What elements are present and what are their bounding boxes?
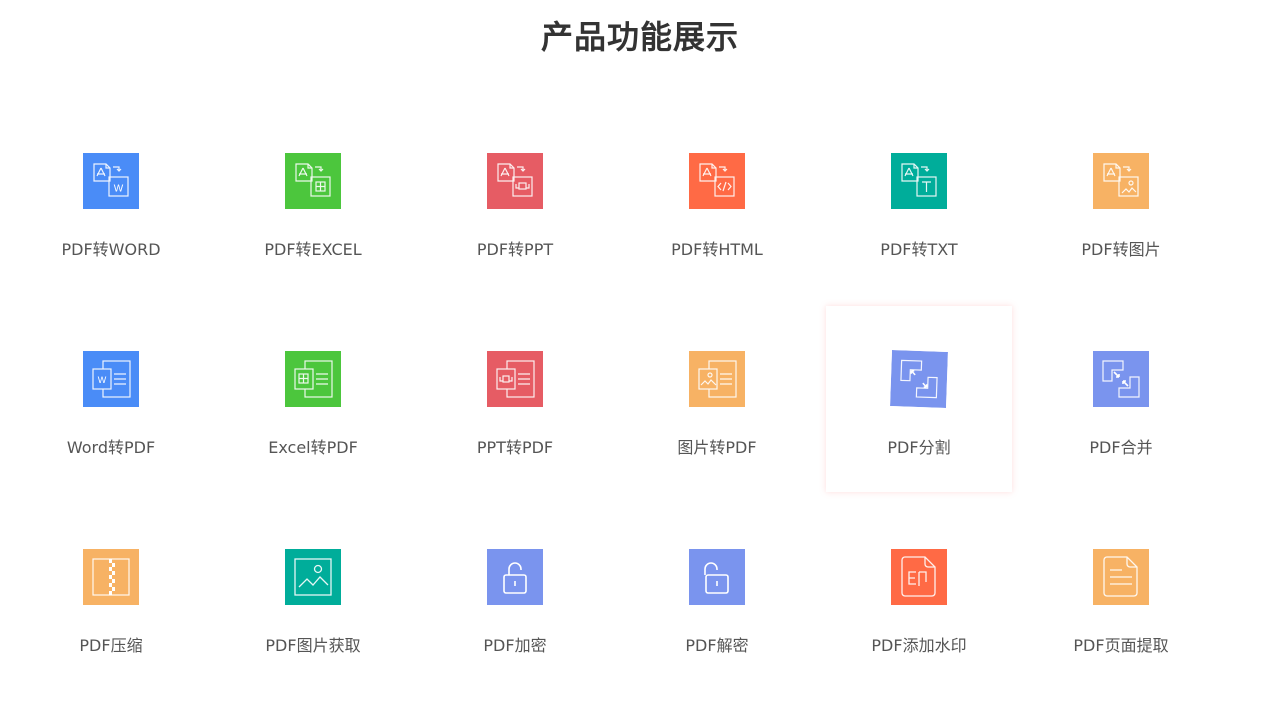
feature-label: PDF合并 <box>1089 438 1153 457</box>
feature-label: PDF解密 <box>685 636 749 655</box>
pdf-decrypt-icon <box>689 549 745 605</box>
feature-label: Word转PDF <box>66 438 156 457</box>
feature-card-ppt-to-pdf[interactable]: PPT转PDF <box>422 306 608 492</box>
feature-label: PDF分割 <box>887 438 951 457</box>
feature-row: W PDF转WORD PDF转EXCEL <box>18 108 1262 306</box>
pdf-split-icon <box>890 350 948 408</box>
feature-label: Excel转PDF <box>268 438 358 457</box>
feature-card-pdf-image-extract[interactable]: PDF图片获取 <box>220 504 406 690</box>
feature-label: PDF压缩 <box>79 636 143 655</box>
feature-card-pdf-to-word[interactable]: W PDF转WORD <box>18 108 204 294</box>
feature-card-pdf-page-extract[interactable]: PDF页面提取 <box>1028 504 1214 690</box>
feature-label: PDF加密 <box>483 636 547 655</box>
feature-label: 图片转PDF <box>677 438 757 457</box>
pdf-compress-icon <box>83 549 139 605</box>
feature-card-word-to-pdf[interactable]: W Word转PDF <box>18 306 204 492</box>
feature-card-pdf-split[interactable]: PDF分割 <box>826 306 1012 492</box>
ppt-to-pdf-icon <box>487 351 543 407</box>
pdf-merge-icon <box>1093 351 1149 407</box>
feature-label: PDF转PPT <box>476 240 554 259</box>
feature-card-excel-to-pdf[interactable]: Excel转PDF <box>220 306 406 492</box>
excel-to-pdf-icon <box>285 351 341 407</box>
feature-row: PDF压缩 PDF图片获取 <box>18 504 1262 702</box>
pdf-to-txt-icon <box>891 153 947 209</box>
feature-label: PDF转HTML <box>671 240 763 259</box>
page-title: 产品功能展示 <box>540 18 739 56</box>
feature-card-pdf-to-txt[interactable]: PDF转TXT <box>826 108 1012 294</box>
pdf-to-word-icon: W <box>83 153 139 209</box>
feature-label: PDF转图片 <box>1081 240 1161 259</box>
pdf-watermark-icon <box>891 549 947 605</box>
feature-label: PPT转PDF <box>476 438 554 457</box>
pdf-encrypt-icon <box>487 549 543 605</box>
pdf-page-extract-icon <box>1093 549 1149 605</box>
feature-card-pdf-to-ppt[interactable]: PDF转PPT <box>422 108 608 294</box>
feature-row: W Word转PDF Excel转PDF <box>18 306 1262 504</box>
pdf-to-image-icon <box>1093 153 1149 209</box>
feature-card-pdf-to-image[interactable]: PDF转图片 <box>1028 108 1214 294</box>
feature-label: PDF转WORD <box>61 240 161 259</box>
word-to-pdf-icon: W <box>83 351 139 407</box>
pdf-to-html-icon <box>689 153 745 209</box>
pdf-image-extract-icon <box>285 549 341 605</box>
feature-label: PDF页面提取 <box>1073 636 1169 655</box>
feature-card-pdf-decrypt[interactable]: PDF解密 <box>624 504 810 690</box>
feature-card-image-to-pdf[interactable]: 图片转PDF <box>624 306 810 492</box>
feature-card-pdf-to-html[interactable]: PDF转HTML <box>624 108 810 294</box>
svg-text:W: W <box>98 375 107 385</box>
feature-card-pdf-encrypt[interactable]: PDF加密 <box>422 504 608 690</box>
feature-label: PDF添加水印 <box>871 636 967 655</box>
image-to-pdf-icon <box>689 351 745 407</box>
feature-card-pdf-compress[interactable]: PDF压缩 <box>18 504 204 690</box>
feature-label: PDF图片获取 <box>265 636 361 655</box>
feature-card-pdf-to-excel[interactable]: PDF转EXCEL <box>220 108 406 294</box>
pdf-to-excel-icon <box>285 153 341 209</box>
feature-label: PDF转TXT <box>880 240 958 259</box>
feature-card-pdf-watermark[interactable]: PDF添加水印 <box>826 504 1012 690</box>
feature-label: PDF转EXCEL <box>264 240 362 259</box>
svg-text:W: W <box>114 184 124 195</box>
feature-card-pdf-merge[interactable]: PDF合并 <box>1028 306 1214 492</box>
pdf-to-ppt-icon <box>487 153 543 209</box>
feature-grid: W PDF转WORD PDF转EXCEL <box>18 108 1262 702</box>
